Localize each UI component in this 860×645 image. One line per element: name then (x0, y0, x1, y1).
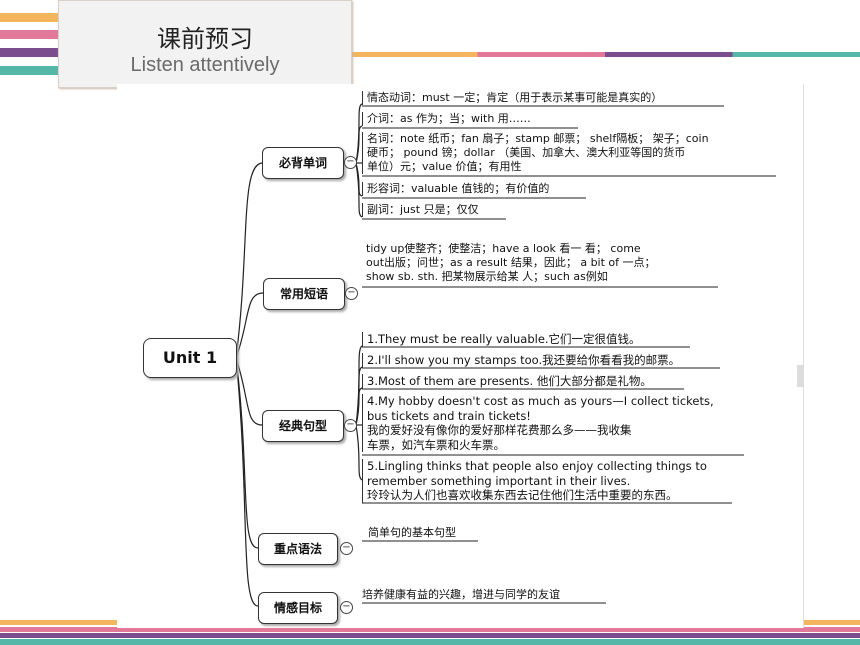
slide-title: 课前预习 (157, 25, 253, 53)
leaf-connector-5 (355, 162, 363, 218)
phrases-text: tidy up使整齐；使整洁；have a look 看一 看； come ou… (366, 242, 656, 284)
scroll-marker (797, 365, 803, 387)
sentence-5: 5.Lingling thinks that people also enjoy… (362, 459, 707, 503)
branch-node-phrases[interactable]: 常用短语 (263, 278, 345, 310)
emotion-goal-text: 培养健康有益的兴趣，增进与同学的友谊 (362, 588, 560, 601)
collapse-toggle-icon[interactable]: − (340, 542, 353, 555)
branch-connector-2 (235, 292, 264, 359)
sentence-1: 1.They must be really valuable.它们一定很值钱。 (362, 332, 641, 347)
sentence-4: 4.My hobby doesn't cost as much as yours… (362, 394, 714, 452)
branch-connector-3 (235, 357, 263, 426)
phrases-line: tidy up使整齐；使整洁；have a look 看一 看； come (366, 242, 641, 255)
branch-connector-4 (235, 357, 259, 549)
sentence-5-line: 5.Lingling thinks that people also enjoy… (367, 459, 707, 473)
sentence-5-line: 玲玲认为人们也喜欢收集东西去记住他们生活中重要的东西。 (367, 488, 678, 502)
phrases-line: show sb. sth. 把某物展示给某 人；such as例如 (366, 270, 608, 283)
vocab-nouns: 名词：note 纸币；fan 扇子；stamp 邮票； shelf隔板； 架子；… (362, 132, 709, 174)
top-stripe-orange (0, 13, 60, 22)
vocab-nouns-line: 硬币； pound 镑；dollar （美国、加拿大、澳大利亚等国的货币 (367, 146, 686, 159)
vocab-nouns-line: 名词：note 纸币；fan 扇子；stamp 邮票； shelf隔板； 架子；… (367, 132, 709, 145)
vocab-preposition: 介词：as 作为；当；with 用…… (362, 112, 531, 126)
leaf-connector-8 (355, 387, 363, 426)
grammar-text: 简单句的基本句型 (368, 526, 456, 539)
vocab-adjective: 形容词：valuable 值钱的；有价值的 (362, 182, 549, 196)
collapse-toggle-icon[interactable]: − (345, 287, 358, 300)
branch-node-emotion-goal[interactable]: 情感目标 (258, 592, 338, 624)
header-rule-stripe (350, 52, 860, 57)
branch-node-vocabulary[interactable]: 必背单词 (262, 147, 344, 179)
top-stripe-teal (0, 66, 60, 75)
collapse-toggle-icon[interactable]: − (344, 156, 357, 169)
collapse-toggle-icon[interactable]: − (344, 419, 357, 432)
branch-connector-1 (235, 162, 263, 359)
bottom-stripe-teal (0, 639, 860, 645)
sentence-4-line: 车票，如汽车票和火车票。 (367, 437, 505, 452)
bottom-stripe-pink (0, 627, 860, 632)
top-stripe-purple (0, 48, 60, 57)
top-stripe-pink (0, 30, 60, 39)
leaf-connector-10 (355, 424, 363, 481)
phrases-line: out出版；问世；as a result 结果，因此； a bit of 一点； (366, 256, 656, 269)
slide-title-box: 课前预习 Listen attentively (58, 0, 352, 88)
collapse-toggle-icon[interactable]: − (340, 601, 353, 614)
bottom-stripe-purple (0, 633, 860, 638)
sentence-3: 3.Most of them are presents. 他们大部分都是礼物。 (362, 374, 652, 389)
sentence-4-line: bus tickets and train tickets! (367, 408, 531, 423)
vocab-adverb: 副词：just 只是；仅仅 (362, 203, 479, 217)
slide-subtitle: Listen attentively (130, 54, 280, 76)
sentence-4-line: 4.My hobby doesn't cost as much as yours… (367, 394, 714, 408)
mindmap-root-node[interactable]: Unit 1 (143, 338, 237, 378)
branch-connector-5 (235, 357, 259, 607)
vocab-nouns-line: 单位）元；value 价值；有用性 (367, 160, 522, 173)
branch-node-grammar[interactable]: 重点语法 (258, 533, 338, 565)
sentence-2: 2.I'll show you my stamps too.我还要给你看看我的邮… (362, 353, 680, 368)
vocab-modal-verb: 情态动词：must 一定；肯定（用于表示某事可能是真实的） (362, 91, 662, 105)
sentence-5-line: remember something important in their li… (367, 473, 631, 488)
branch-node-sentences[interactable]: 经典句型 (262, 410, 344, 442)
sentence-4-line: 我的爱好没有像你的爱好那样花费那么多——我收集 (367, 423, 632, 437)
leaf-connector-2 (355, 125, 363, 164)
